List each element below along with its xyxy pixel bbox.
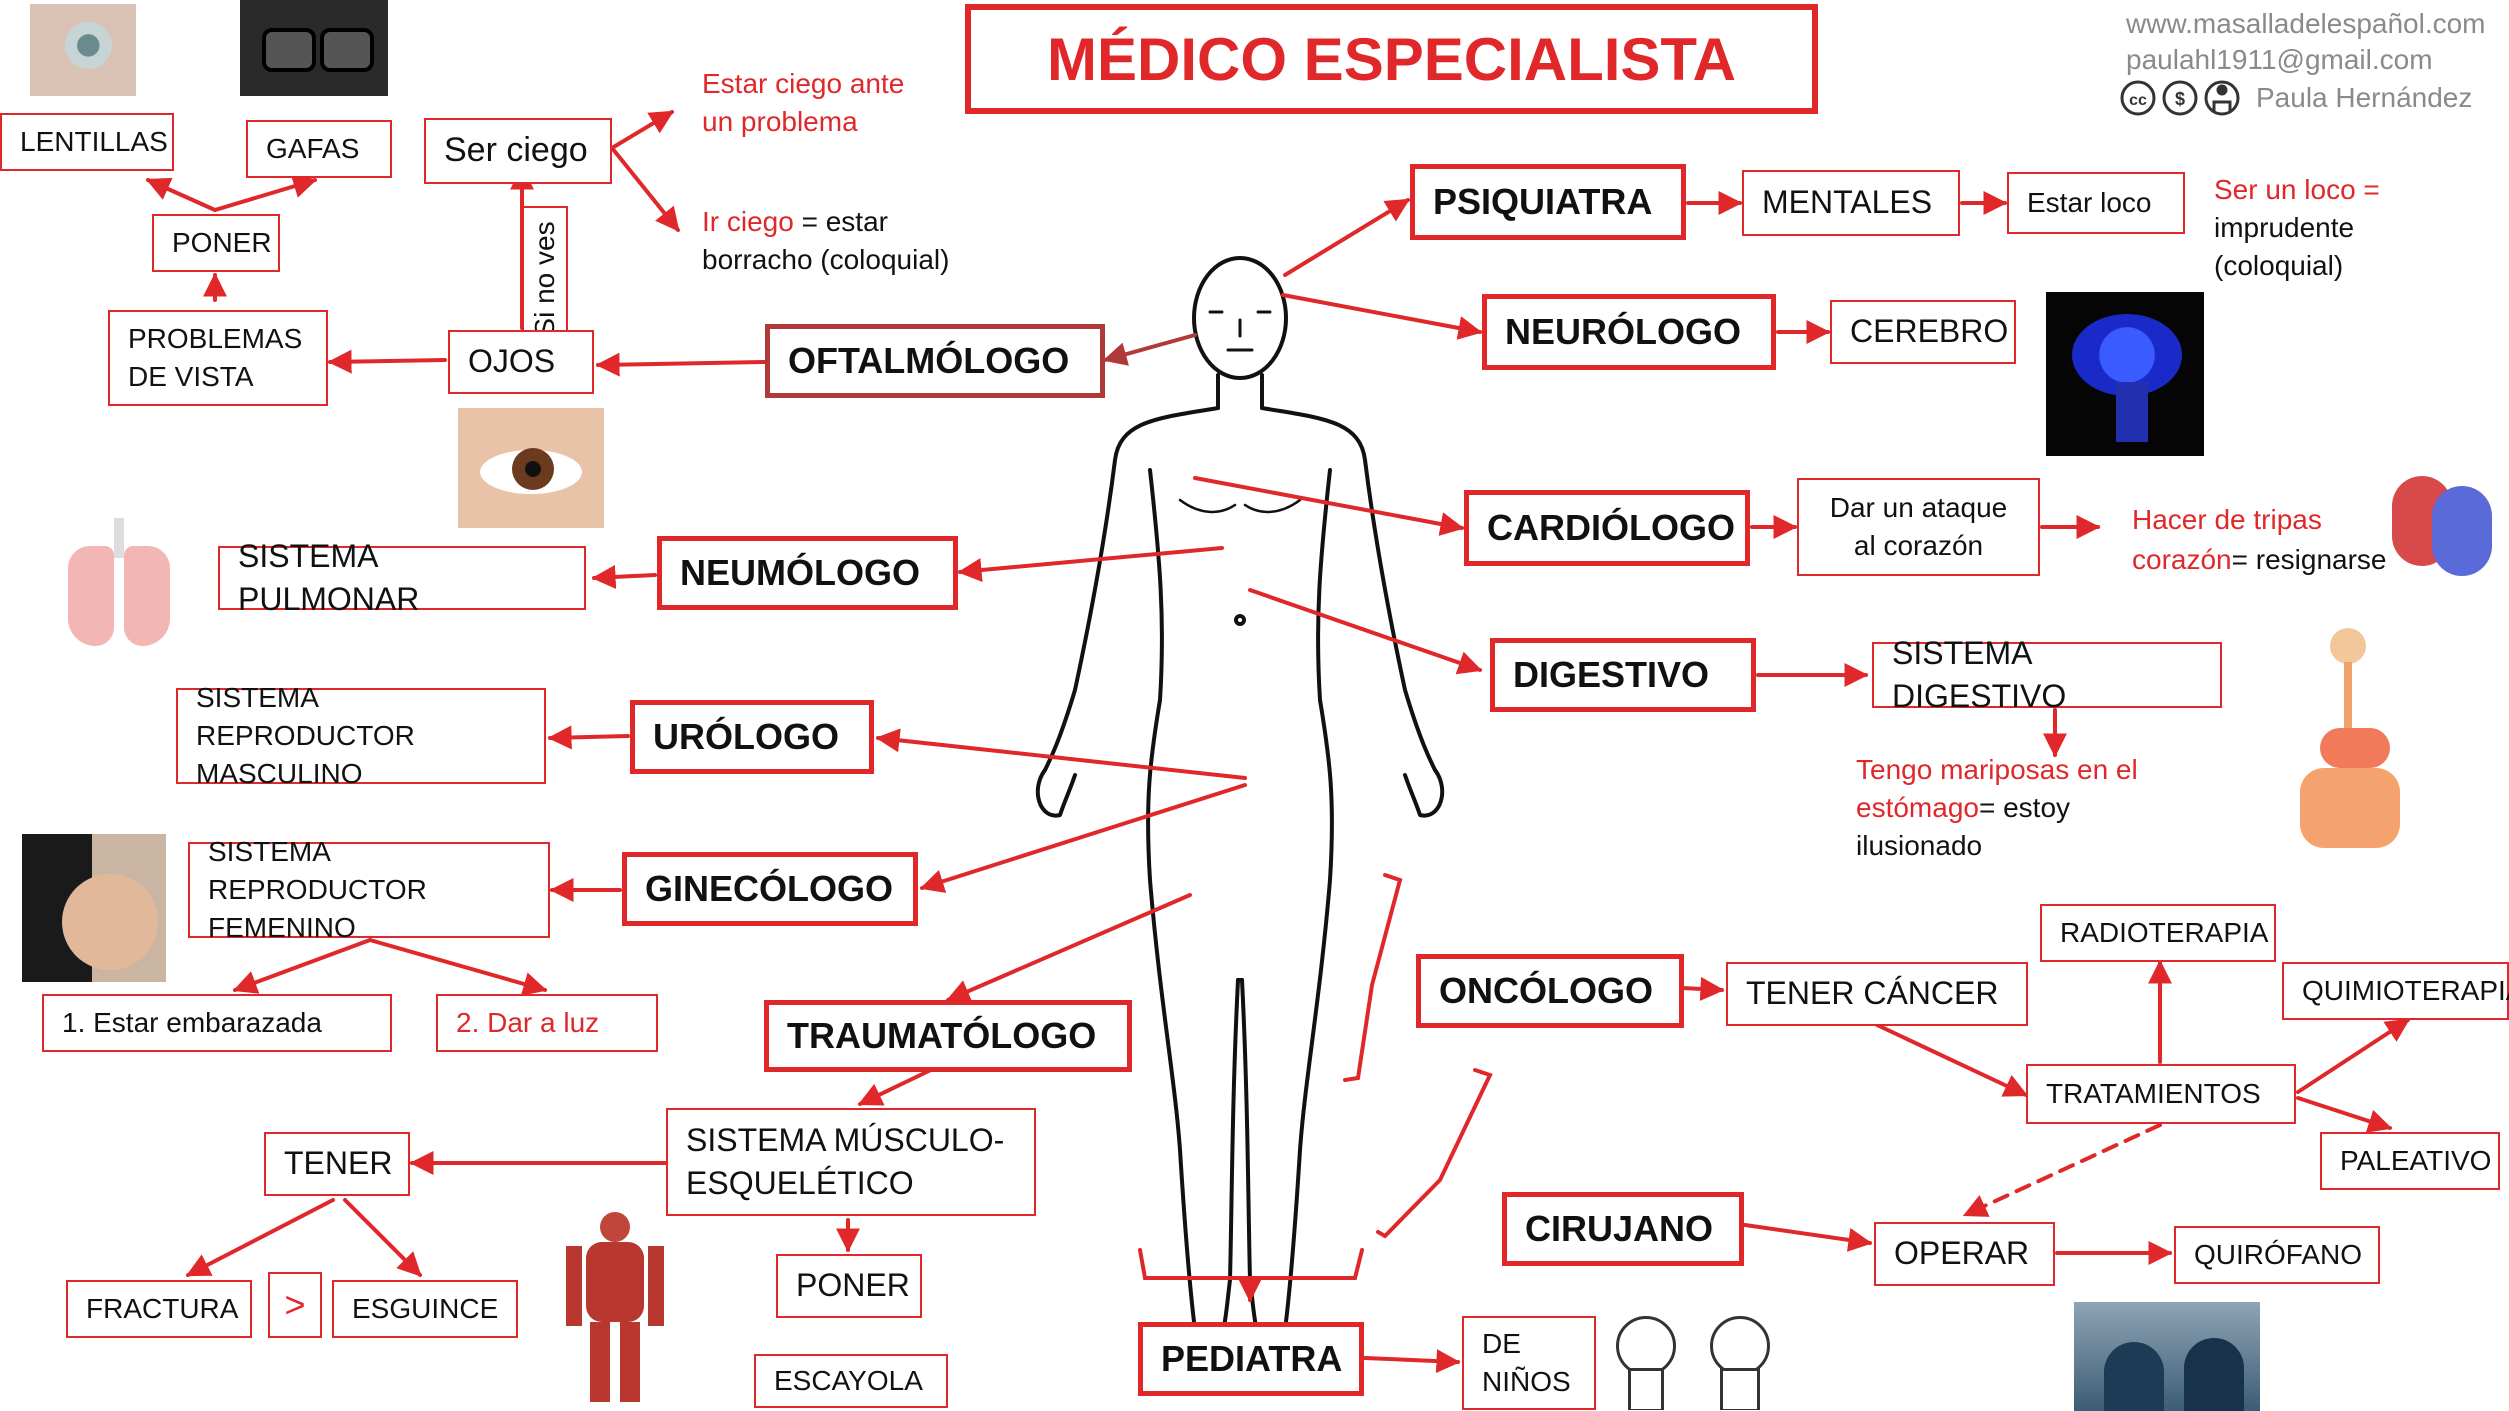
note-ser-loco-term: Ser un loco = bbox=[2214, 174, 2380, 205]
author-credit: Paula Hernández bbox=[2256, 82, 2473, 113]
node-ojos: OJOS bbox=[448, 330, 594, 394]
note-ser-loco-3: (coloquial) bbox=[2214, 250, 2344, 281]
node-psiquiatra: PSIQUIATRA bbox=[1410, 164, 1686, 240]
note-estar-ciego-1: Estar ciego ante bbox=[702, 68, 905, 99]
surgery-photo bbox=[2074, 1302, 2260, 1411]
note-tripas-term: corazón bbox=[2132, 544, 2232, 575]
email-credit: paulahl1911@gmail.com bbox=[2126, 44, 2433, 75]
node-sistema-musculo: SISTEMA MÚSCULO- ESQUELÉTICO bbox=[666, 1108, 1036, 1216]
eye-photo bbox=[458, 408, 604, 528]
node-traumatologo: TRAUMATÓLOGO bbox=[764, 1000, 1132, 1072]
node-quirofano: QUIRÓFANO bbox=[2174, 1226, 2380, 1284]
node-tener-cancer: TENER CÁNCER bbox=[1726, 962, 2028, 1026]
node-estar-embarazada: 1. Estar embarazada bbox=[42, 994, 392, 1052]
node-ginecologo: GINECÓLOGO bbox=[622, 852, 918, 926]
node-cerebro: CEREBRO bbox=[1830, 300, 2016, 364]
note-mariposas-3: ilusionado bbox=[1856, 830, 1983, 861]
node-mayor-que: > bbox=[268, 1272, 322, 1338]
note-tripas-def: = resignarse bbox=[2231, 544, 2387, 575]
svg-text:cc: cc bbox=[2129, 92, 2147, 109]
page-title: MÉDICO ESPECIALISTA bbox=[965, 4, 1818, 114]
human-body-figure bbox=[1035, 256, 1445, 1353]
node-poner-vista: PONER bbox=[152, 214, 280, 272]
node-estar-loco: Estar loco bbox=[2007, 172, 2185, 234]
digestive-system-illustration bbox=[2260, 618, 2440, 868]
node-dar-a-luz: 2. Dar a luz bbox=[436, 994, 658, 1052]
note-ser-loco-2: imprudente bbox=[2214, 212, 2355, 243]
glasses-photo bbox=[240, 0, 388, 96]
cc-license-icons: cc $ bbox=[2120, 80, 2240, 116]
muscle-anatomy-illustration bbox=[528, 1208, 708, 1408]
contact-lens-photo bbox=[30, 4, 136, 96]
note-ir-ciego-1: Ir ciego = estar bbox=[702, 202, 888, 241]
node-gafas: GAFAS bbox=[246, 120, 392, 178]
node-oncologo: ONCÓLOGO bbox=[1416, 954, 1684, 1028]
node-radioterapia: RADIOTERAPIA bbox=[2040, 904, 2276, 962]
node-ataque: Dar un ataque al corazón bbox=[1797, 478, 2040, 576]
heart-illustration bbox=[2382, 446, 2502, 586]
node-quimioterapia: QUIMIOTERAPIA bbox=[2282, 962, 2509, 1020]
node-sistema-digestivo: SISTEMA DIGESTIVO bbox=[1872, 635, 2222, 714]
note-mariposas-def: = estoy bbox=[1978, 792, 2071, 823]
node-operar: OPERAR bbox=[1874, 1222, 2055, 1286]
node-pediatra: PEDIATRA bbox=[1138, 1322, 1364, 1396]
note-estar-ciego-2: un problema bbox=[702, 106, 858, 137]
note-mariposas-1: Tengo mariposas en el bbox=[1856, 754, 2138, 785]
note-mariposas-term: estómago bbox=[1856, 792, 1979, 823]
node-digestivo: DIGESTIVO bbox=[1490, 638, 1756, 712]
node-neumologo: NEUMÓLOGO bbox=[657, 536, 958, 610]
node-problemas-vista: PROBLEMAS DE VISTA bbox=[108, 310, 328, 406]
node-cardiologo: CARDIÓLOGO bbox=[1464, 490, 1750, 566]
node-tener: TENER bbox=[264, 1132, 410, 1196]
node-sistema-pulmonar: SISTEMA PULMONAR bbox=[218, 538, 586, 617]
node-reproductor-masculino: SISTEMA REPRODUCTOR MASCULINO bbox=[176, 682, 546, 789]
node-lentillas: LENTILLAS bbox=[0, 113, 174, 171]
lungs-illustration bbox=[64, 518, 176, 650]
pregnant-woman-photo bbox=[22, 834, 166, 982]
node-tratamientos: TRATAMIENTOS bbox=[2026, 1064, 2296, 1124]
connectors bbox=[145, 110, 2411, 1374]
note-ser-loco-1: Ser un loco = bbox=[2214, 170, 2380, 209]
node-mentales: MENTALES bbox=[1742, 170, 1960, 236]
children-drawing bbox=[1602, 1310, 1792, 1410]
website-credit: www.masalladelespañol.com bbox=[2126, 8, 2486, 39]
node-fractura: FRACTURA bbox=[66, 1280, 252, 1338]
note-ir-ciego-2: borracho (coloquial) bbox=[702, 244, 950, 275]
node-de-ninos: DE NIÑOS bbox=[1462, 1316, 1596, 1410]
node-neurologo: NEURÓLOGO bbox=[1482, 294, 1776, 370]
note-tripas-2: corazón= resignarse bbox=[2132, 540, 2387, 579]
node-paleativo: PALEATIVO bbox=[2320, 1132, 2500, 1190]
node-ser-ciego: Ser ciego bbox=[424, 118, 612, 184]
note-ir-ciego-def: = estar bbox=[793, 206, 888, 237]
brain-scan-photo bbox=[2046, 292, 2204, 456]
node-urologo: URÓLOGO bbox=[630, 700, 874, 774]
node-cirujano: CIRUJANO bbox=[1502, 1192, 1744, 1266]
note-tripas-1: Hacer de tripas bbox=[2132, 504, 2322, 535]
note-mariposas-2: estómago= estoy bbox=[1856, 788, 2070, 827]
node-esguince: ESGUINCE bbox=[332, 1280, 518, 1338]
node-escayola: ESCAYOLA bbox=[754, 1354, 948, 1408]
note-ir-ciego-term: Ir ciego bbox=[702, 206, 794, 237]
svg-text:$: $ bbox=[2175, 89, 2185, 109]
node-poner-yeso: PONER bbox=[776, 1254, 922, 1318]
node-oftalmologo: OFTALMÓLOGO bbox=[765, 324, 1105, 398]
node-reproductor-femenino: SISTEMA REPRODUCTOR FEMENINO bbox=[188, 836, 550, 943]
